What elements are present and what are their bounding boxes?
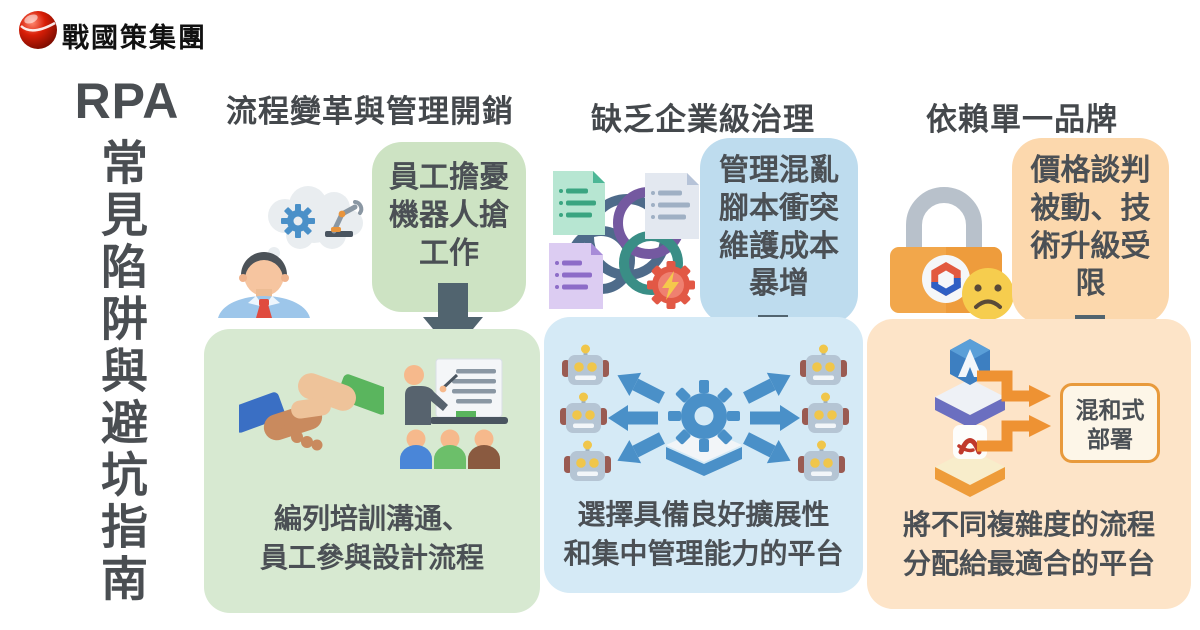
- worker-avatar: [218, 252, 310, 318]
- solution-text-1: 編列培訓溝通、 員工參與設計流程: [259, 503, 484, 573]
- document-gray: [645, 173, 699, 239]
- platform-gear-icon: [666, 380, 742, 476]
- page-title-vertical: 常見陷阱與避坑指南: [94, 138, 148, 606]
- pitfall-callout-2: 管理混亂 腳本衝突 維護成本 暴增: [700, 138, 858, 324]
- tangled-scripts-icon: [549, 171, 699, 309]
- solution-text-2: 選擇具備良好擴展性 和集中管理能力的平台: [563, 499, 844, 569]
- pitfall-callout-3: 價格談判 被動、技 術升級受 限: [1012, 138, 1169, 324]
- error-gear-icon: [647, 261, 695, 309]
- column3-heading: 依賴單一品牌: [926, 102, 1118, 137]
- solution-text-3: 將不同複雜度的流程 分配給最適合的平台: [902, 509, 1155, 579]
- page-title-acronym: RPA: [74, 73, 180, 129]
- hybrid-deployment-box: 混和式 部署: [1060, 383, 1160, 463]
- column1-heading: 流程變革與管理開銷: [226, 94, 514, 129]
- training-presentation-icon: [400, 358, 508, 469]
- handshake-icon: [239, 373, 384, 451]
- robot-arm-icon: [325, 200, 364, 237]
- vendor-badge: [922, 255, 970, 303]
- solution-panel-3: 混和式 部署 將不同複雜度的流程 分配給最適合的平台: [867, 319, 1191, 609]
- solution-panel-2: 選擇具備良好擴展性 和集中管理能力的平台: [544, 317, 863, 593]
- vendor-lock-sad-face-icon: [890, 187, 1014, 320]
- document-purple: [549, 243, 603, 309]
- brand-name: 戰國策集團: [62, 23, 207, 54]
- routing-arrows-icon: [977, 370, 1051, 452]
- sad-face-icon: [962, 268, 1014, 320]
- document-teal: [553, 171, 605, 235]
- worker-thinking-of-robot-icon: [218, 186, 364, 318]
- central-platform-robots-icon: [560, 344, 849, 481]
- gear-icon: [281, 204, 315, 238]
- solution-panel-1: 編列培訓溝通、 員工參與設計流程: [204, 329, 540, 613]
- column2-heading: 缺乏企業級治理: [591, 102, 815, 137]
- brand-logo-icon: [19, 11, 57, 49]
